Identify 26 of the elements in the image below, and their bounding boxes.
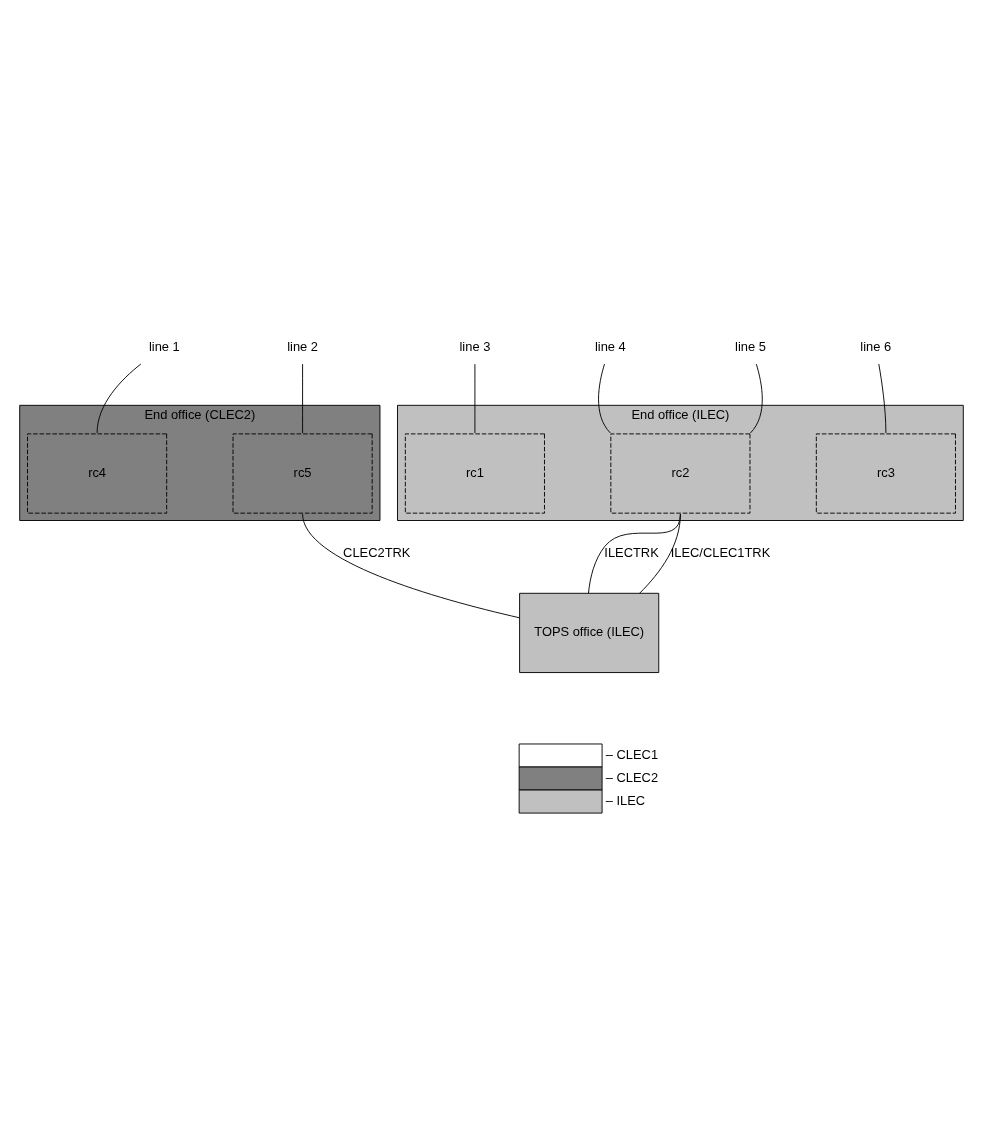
node-box: TOPS office (ILEC) [519,592,660,673]
node-text: line 3 [459,338,491,354]
node-box: rc5 [232,433,373,514]
connector [302,513,520,619]
connector [598,363,611,434]
node-text: line 6 [860,338,892,354]
connector [96,363,142,434]
connector [878,363,887,434]
legend-label: – ILEC [605,792,646,808]
node-text: line 2 [287,338,319,354]
legend-label: – CLEC2 [605,769,659,785]
edge-label: ILECTRK [604,544,659,560]
node-text: line 5 [735,338,766,354]
edge-label: ILEC/CLEC1TRK [670,544,771,560]
connector [588,513,681,594]
connector [750,363,763,434]
node-box: rc2 [610,433,751,514]
node-box: rc3 [815,433,956,514]
edge-label: CLEC2TRK [343,544,411,560]
legend-label: – CLEC1 [605,746,659,762]
node-text: line 4 [594,338,626,354]
node-text: line 1 [148,338,180,354]
connector [302,363,304,434]
node-box: rc1 [404,433,545,514]
node-box: rc4 [27,433,168,514]
connector [474,363,476,434]
